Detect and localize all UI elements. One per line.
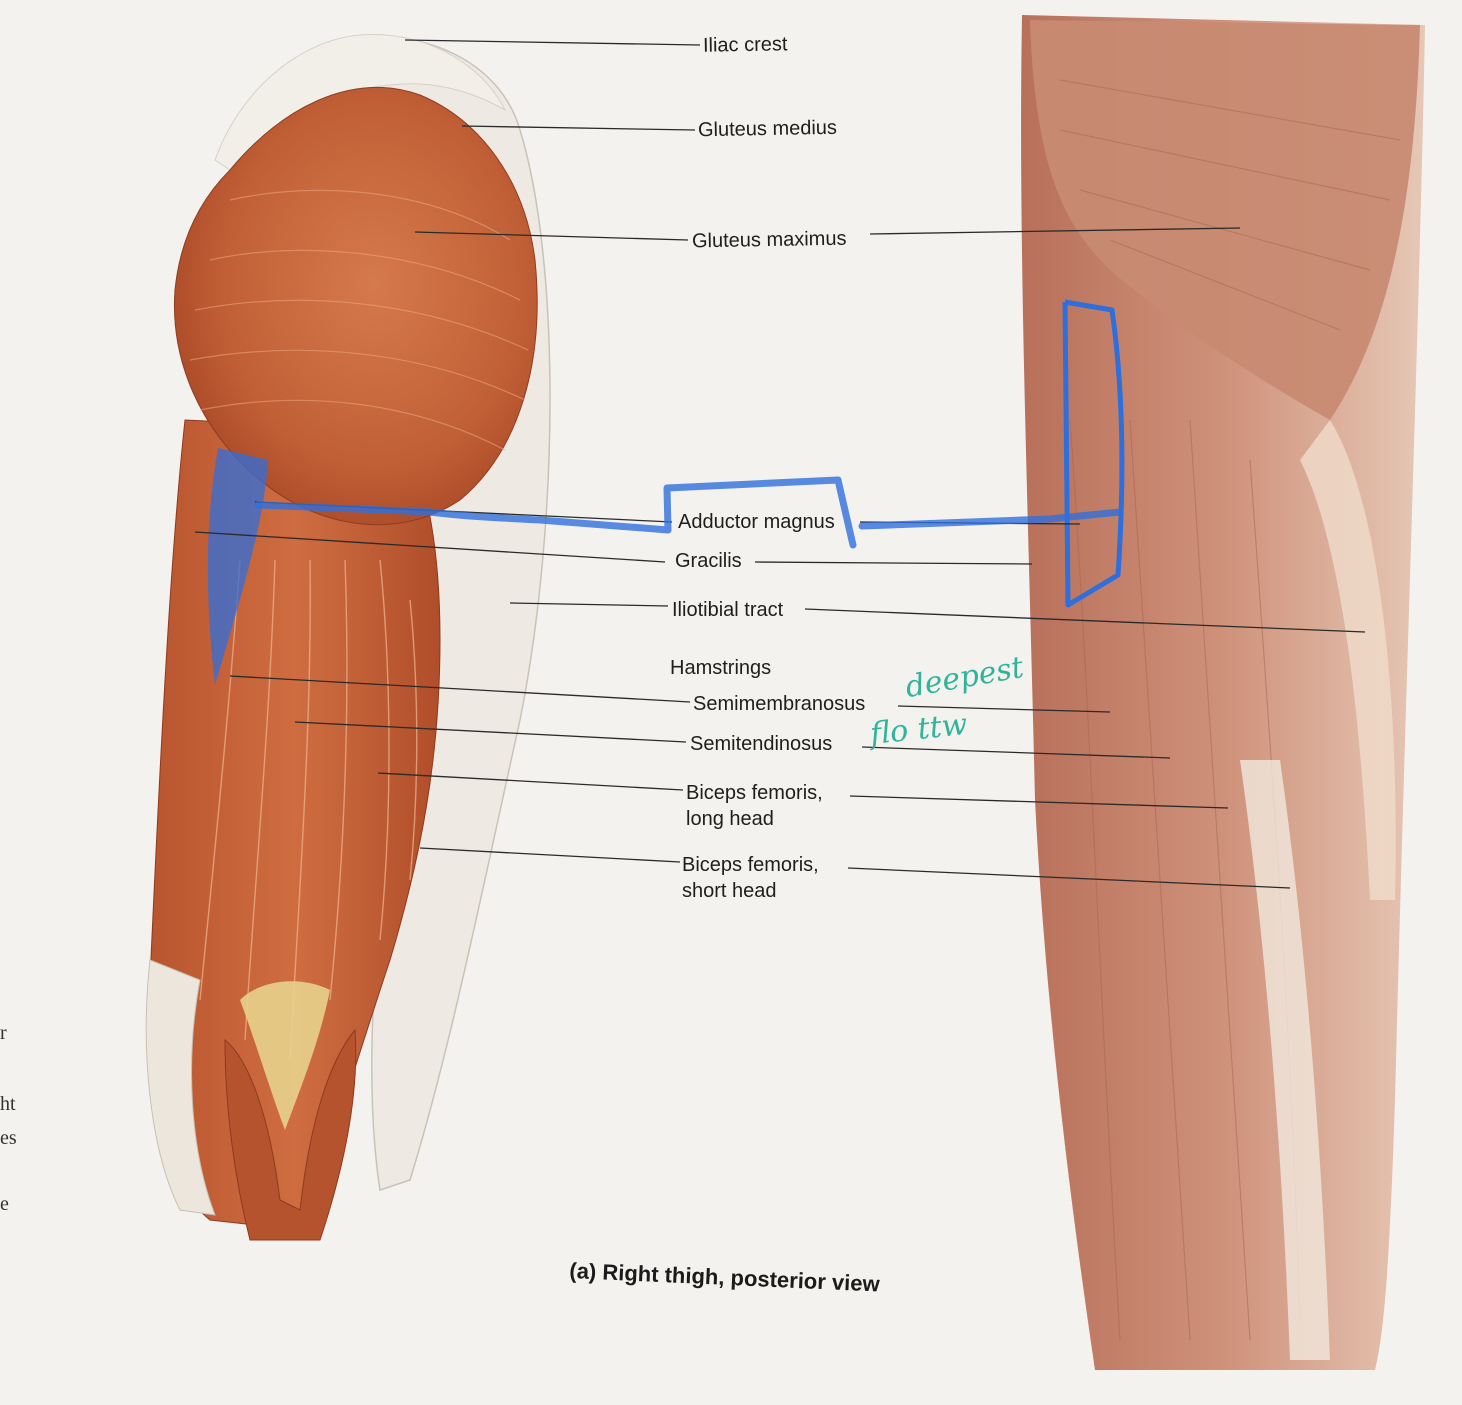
label-semitendinosus: Semitendinosus (690, 733, 833, 755)
margin-fragment-4: e (0, 1193, 9, 1215)
cadaver-tendon (1240, 760, 1330, 1360)
caption-letter: (a) (568, 1258, 597, 1285)
margin-fragment-3: es (0, 1127, 17, 1149)
label-biceps-femoris-short-head: Biceps femoris, short head (682, 854, 819, 902)
blue-marker-strokes (254, 476, 1124, 549)
cadaver-gluteal (1030, 20, 1420, 420)
hamstring-tendons (145, 959, 216, 1216)
margin-fragment-2: ht (0, 1093, 16, 1115)
gluteus-maximus-shape (173, 86, 538, 526)
illustration-thigh (145, 33, 551, 1241)
margin-fragment-1: r (0, 1022, 7, 1044)
calf-muscles-shape (224, 1028, 357, 1241)
label-hamstrings: Hamstrings (670, 657, 772, 679)
label-gluteus-maximus: Gluteus maximus (691, 227, 847, 253)
popliteal-fossa (240, 981, 330, 1130)
gluteus-fibers (189, 189, 529, 451)
cadaver-photo (1021, 15, 1425, 1370)
label-adductor-magnus: Adductor magnus (678, 511, 835, 533)
cadaver-fascia (1300, 420, 1396, 900)
cadaver-blue-outline (1062, 299, 1125, 608)
label-iliac-crest: Iliac crest (702, 33, 788, 57)
label-semimembranosus: Semimembranosus (693, 693, 866, 715)
label-biceps-femoris-long-head: Biceps femoris, long head (686, 782, 823, 830)
label-gluteus-medius: Gluteus medius (697, 116, 838, 142)
adductor-magnus-highlight (207, 448, 268, 685)
label-iliotibial-tract: Iliotibial tract (672, 599, 784, 621)
label-gracilis: Gracilis (675, 550, 742, 572)
